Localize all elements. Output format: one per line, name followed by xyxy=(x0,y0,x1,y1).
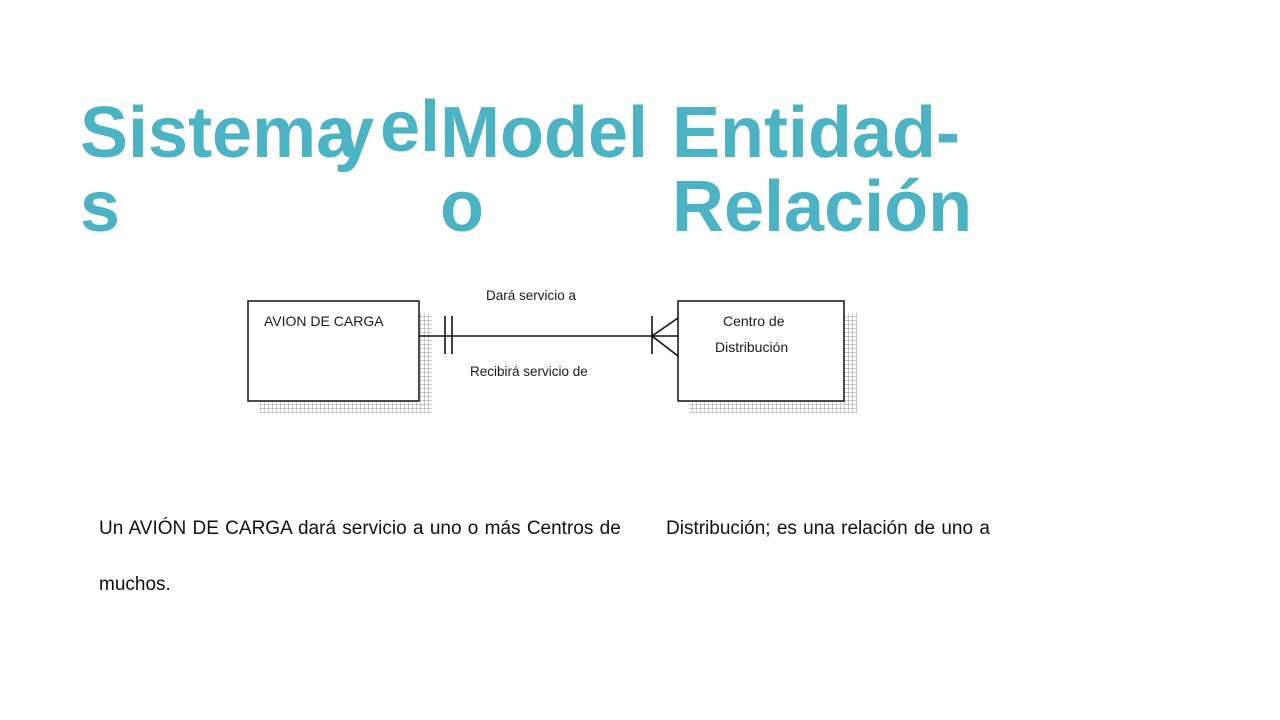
relation-label-top: Dará servicio a xyxy=(486,288,577,303)
title-word-modelo: Model o xyxy=(440,93,648,247)
crows-foot-lower xyxy=(651,335,679,357)
title-word-entidad-relacion: Entidad- Relación xyxy=(672,93,973,247)
entity-left-box xyxy=(247,300,420,402)
body-text-col1-line1: Un AVIÓN DE CARGA dará servicio a uno o … xyxy=(99,518,621,539)
title-word-sistemas: Sistema s xyxy=(80,93,357,247)
body-text-col1-line2: muchos. xyxy=(99,574,171,595)
entity-left-label: AVION DE CARGA xyxy=(264,313,384,329)
title-word-y: y xyxy=(334,93,375,173)
entity-right-label-line2: Distribución xyxy=(715,339,788,355)
relation-label-bottom: Recibirá servicio de xyxy=(470,364,588,379)
title-word-el: el xyxy=(380,87,441,167)
crows-foot-upper xyxy=(651,317,679,337)
entity-right-label-line1: Centro de xyxy=(723,313,785,329)
body-text-col2-line1: Distribución; es una relación de uno a xyxy=(666,518,990,539)
er-diagram: AVION DE CARGA Centro de Distribución Da… xyxy=(247,288,857,413)
entity-right-box xyxy=(677,300,845,402)
